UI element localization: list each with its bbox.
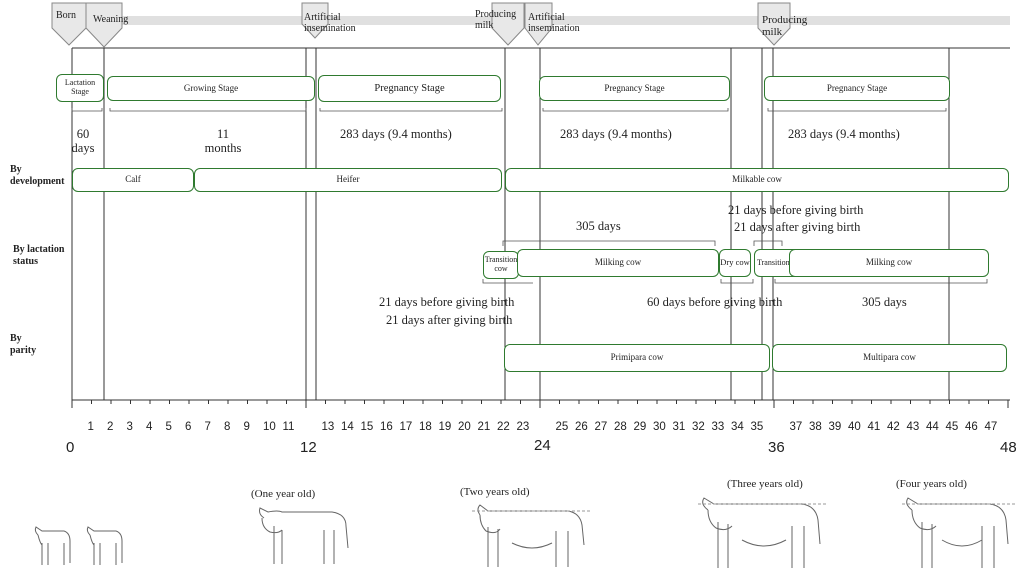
axis-month-label: 37 xyxy=(790,421,803,433)
axis-month-label: 30 xyxy=(653,421,666,433)
axis-month-label: 22 xyxy=(497,421,510,433)
axis-month-label: 11 xyxy=(283,421,295,433)
note-21-before-top: 21 days before giving birth xyxy=(728,203,863,217)
axis-ticks xyxy=(72,400,1008,408)
axis-month-label: 31 xyxy=(673,421,686,433)
age-one-year: (One year old) xyxy=(251,488,315,500)
age-two-years: (Two years old) xyxy=(460,486,530,498)
yearling-cow-icon xyxy=(254,504,354,574)
axis-month-label: 17 xyxy=(400,421,413,433)
event-born-label: Born xyxy=(56,10,76,21)
dev-heifer: Heifer xyxy=(194,168,502,192)
event-ai1-label: Artificial insemination xyxy=(304,12,384,34)
stage-pregnancy-1: Pregnancy Stage xyxy=(318,75,501,102)
axis-month-label: 9 xyxy=(244,421,250,433)
axis-month-label: 8 xyxy=(224,421,230,433)
calf-icon xyxy=(35,527,70,565)
axis-month-label: 16 xyxy=(380,421,393,433)
axis-month-label: 32 xyxy=(692,421,705,433)
axis-month-label: 45 xyxy=(946,421,959,433)
axis-month-label: 34 xyxy=(731,421,744,433)
event-weaning-label: Weaning xyxy=(93,14,128,25)
note-21-after-top: 21 days after giving birth xyxy=(734,220,860,234)
lact-milking-1: Milking cow xyxy=(517,249,719,277)
row-label-parity: By parity xyxy=(10,333,50,356)
event-pm1-label: Producing milk xyxy=(475,9,525,31)
axis-major-label: 24 xyxy=(534,437,551,454)
stage-pregnancy-3: Pregnancy Stage xyxy=(764,76,950,101)
axis-major-label: 36 xyxy=(768,439,785,456)
axis-month-label: 18 xyxy=(419,421,432,433)
calf-icons xyxy=(32,525,152,575)
axis-major-label: 48 xyxy=(1000,439,1017,456)
weaning-marker-icon xyxy=(86,3,122,47)
stage-lactation: Lactation Stage xyxy=(56,74,104,102)
duration-60-days: 60 days xyxy=(66,127,100,156)
duration-283-days-1: 283 days (9.4 months) xyxy=(340,127,452,141)
axis-month-label: 33 xyxy=(712,421,725,433)
duration-283-days-3: 283 days (9.4 months) xyxy=(788,127,900,141)
axis-month-label: 3 xyxy=(127,421,133,433)
axis-month-label: 39 xyxy=(829,421,842,433)
axis-month-label: 27 xyxy=(595,421,608,433)
two-year-cow-icon xyxy=(472,503,592,573)
axis-month-label: 13 xyxy=(322,421,335,433)
parity-multipara: Multipara cow xyxy=(772,344,1007,372)
axis-month-label: 6 xyxy=(185,421,191,433)
axis-month-label: 44 xyxy=(926,421,939,433)
axis-month-label: 29 xyxy=(634,421,647,433)
axis-month-label: 2 xyxy=(107,421,113,433)
axis-month-label: 1 xyxy=(88,421,94,433)
duration-283-days-2: 283 days (9.4 months) xyxy=(560,127,672,141)
axis-month-label: 21 xyxy=(478,421,491,433)
axis-month-label: 25 xyxy=(556,421,569,433)
axis-month-label: 4 xyxy=(146,421,152,433)
axis-month-label: 20 xyxy=(458,421,471,433)
axis-month-label: 5 xyxy=(166,421,172,433)
lact-milking-2: Milking cow xyxy=(789,249,989,277)
note-305-days-top: 305 days xyxy=(576,219,621,233)
axis-month-label: 43 xyxy=(907,421,920,433)
row-label-development: By development xyxy=(10,164,72,187)
axis-month-label: 47 xyxy=(985,421,998,433)
axis-month-label: 15 xyxy=(361,421,374,433)
axis-month-label: 10 xyxy=(263,421,276,433)
note-21-after-bottom: 21 days after giving birth xyxy=(386,313,512,327)
axis-month-label: 35 xyxy=(751,421,764,433)
lact-transition-1: Transition cow xyxy=(483,251,519,279)
axis-month-label: 40 xyxy=(848,421,861,433)
row-label-lactation: By lactation status xyxy=(13,244,67,267)
dev-calf: Calf xyxy=(72,168,194,192)
axis-month-label: 42 xyxy=(887,421,900,433)
four-year-cow-icon xyxy=(902,492,1016,572)
note-305-days-bottom: 305 days xyxy=(862,295,907,309)
age-four-years: (Four years old) xyxy=(896,478,967,490)
age-three-years: (Three years old) xyxy=(727,478,803,490)
axis-major-label: 0 xyxy=(66,439,74,456)
stage-pregnancy-2: Pregnancy Stage xyxy=(539,76,730,101)
three-year-cow-icon xyxy=(698,492,828,572)
axis-month-label: 19 xyxy=(439,421,452,433)
axis-month-label: 38 xyxy=(809,421,822,433)
stage-growing: Growing Stage xyxy=(107,76,315,101)
event-pm2-label: Producing milk xyxy=(762,14,822,38)
calf-icon xyxy=(87,527,122,565)
axis-major-label: 12 xyxy=(300,439,317,456)
parity-primipara: Primipara cow xyxy=(504,344,770,372)
event-ai2-label: Artificial insemination xyxy=(528,12,608,34)
duration-11-months: 11 months xyxy=(198,127,248,156)
axis-month-label: 23 xyxy=(517,421,530,433)
note-60-days-dry: 60 days before giving birth xyxy=(647,295,782,309)
axis-month-label: 7 xyxy=(205,421,211,433)
lact-dry: Dry cow xyxy=(719,249,751,277)
axis-month-label: 46 xyxy=(965,421,978,433)
axis-month-label: 14 xyxy=(341,421,354,433)
axis-month-label: 41 xyxy=(868,421,881,433)
axis-month-label: 28 xyxy=(614,421,627,433)
note-21-before-bottom: 21 days before giving birth xyxy=(379,295,514,309)
axis-month-label: 26 xyxy=(575,421,588,433)
dev-milkable-cow: Milkable cow xyxy=(505,168,1009,192)
